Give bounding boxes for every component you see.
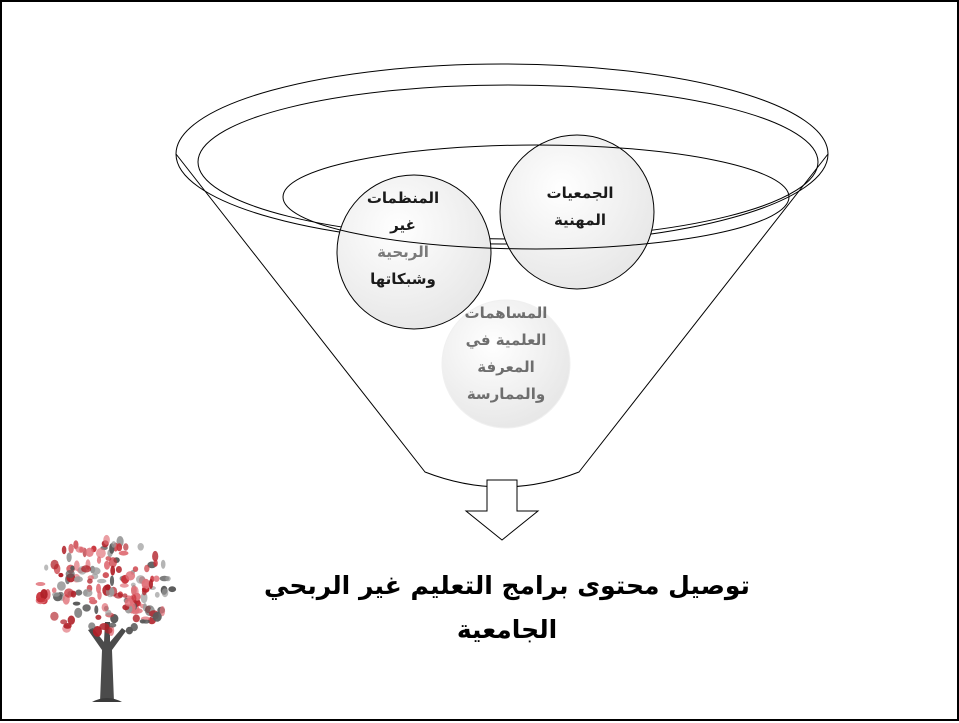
down-arrow-icon [464,479,540,541]
label-line: المنظمات [366,189,440,207]
nonprofits-label: المنظمات غير الربحية وشبكاتها [344,185,462,293]
title-line: توصيل محتوى برامج التعليم غير الربحي [264,571,750,600]
label-line: الجمعيات [546,184,614,202]
circle-scientific-contributions [441,299,571,429]
label-line: وشبكاتها [370,270,436,288]
handprint-tree-icon [35,534,177,702]
label-line: والممارسة [466,385,546,403]
label-line: المساهمات [464,304,548,322]
outcome-title: توصيل محتوى برامج التعليم غير الربحي الج… [227,564,787,652]
label-line: الربحية [377,243,429,261]
title-line: الجامعية [456,615,558,644]
funnel-inner-ellipse [282,144,790,250]
label-line: المهنية [553,211,607,229]
circle-nonprofits [336,174,492,330]
label-line: غير [390,216,416,234]
label-line: المعرفة [477,358,535,376]
professional-associations-label: الجمعيات المهنية [520,180,640,234]
circle-professional-associations [499,134,655,290]
funnel-rim-outer [175,63,829,245]
label-line: العلمية في [465,331,547,349]
scientific-contributions-label: المساهمات العلمية في المعرفة والممارسة [447,300,565,408]
